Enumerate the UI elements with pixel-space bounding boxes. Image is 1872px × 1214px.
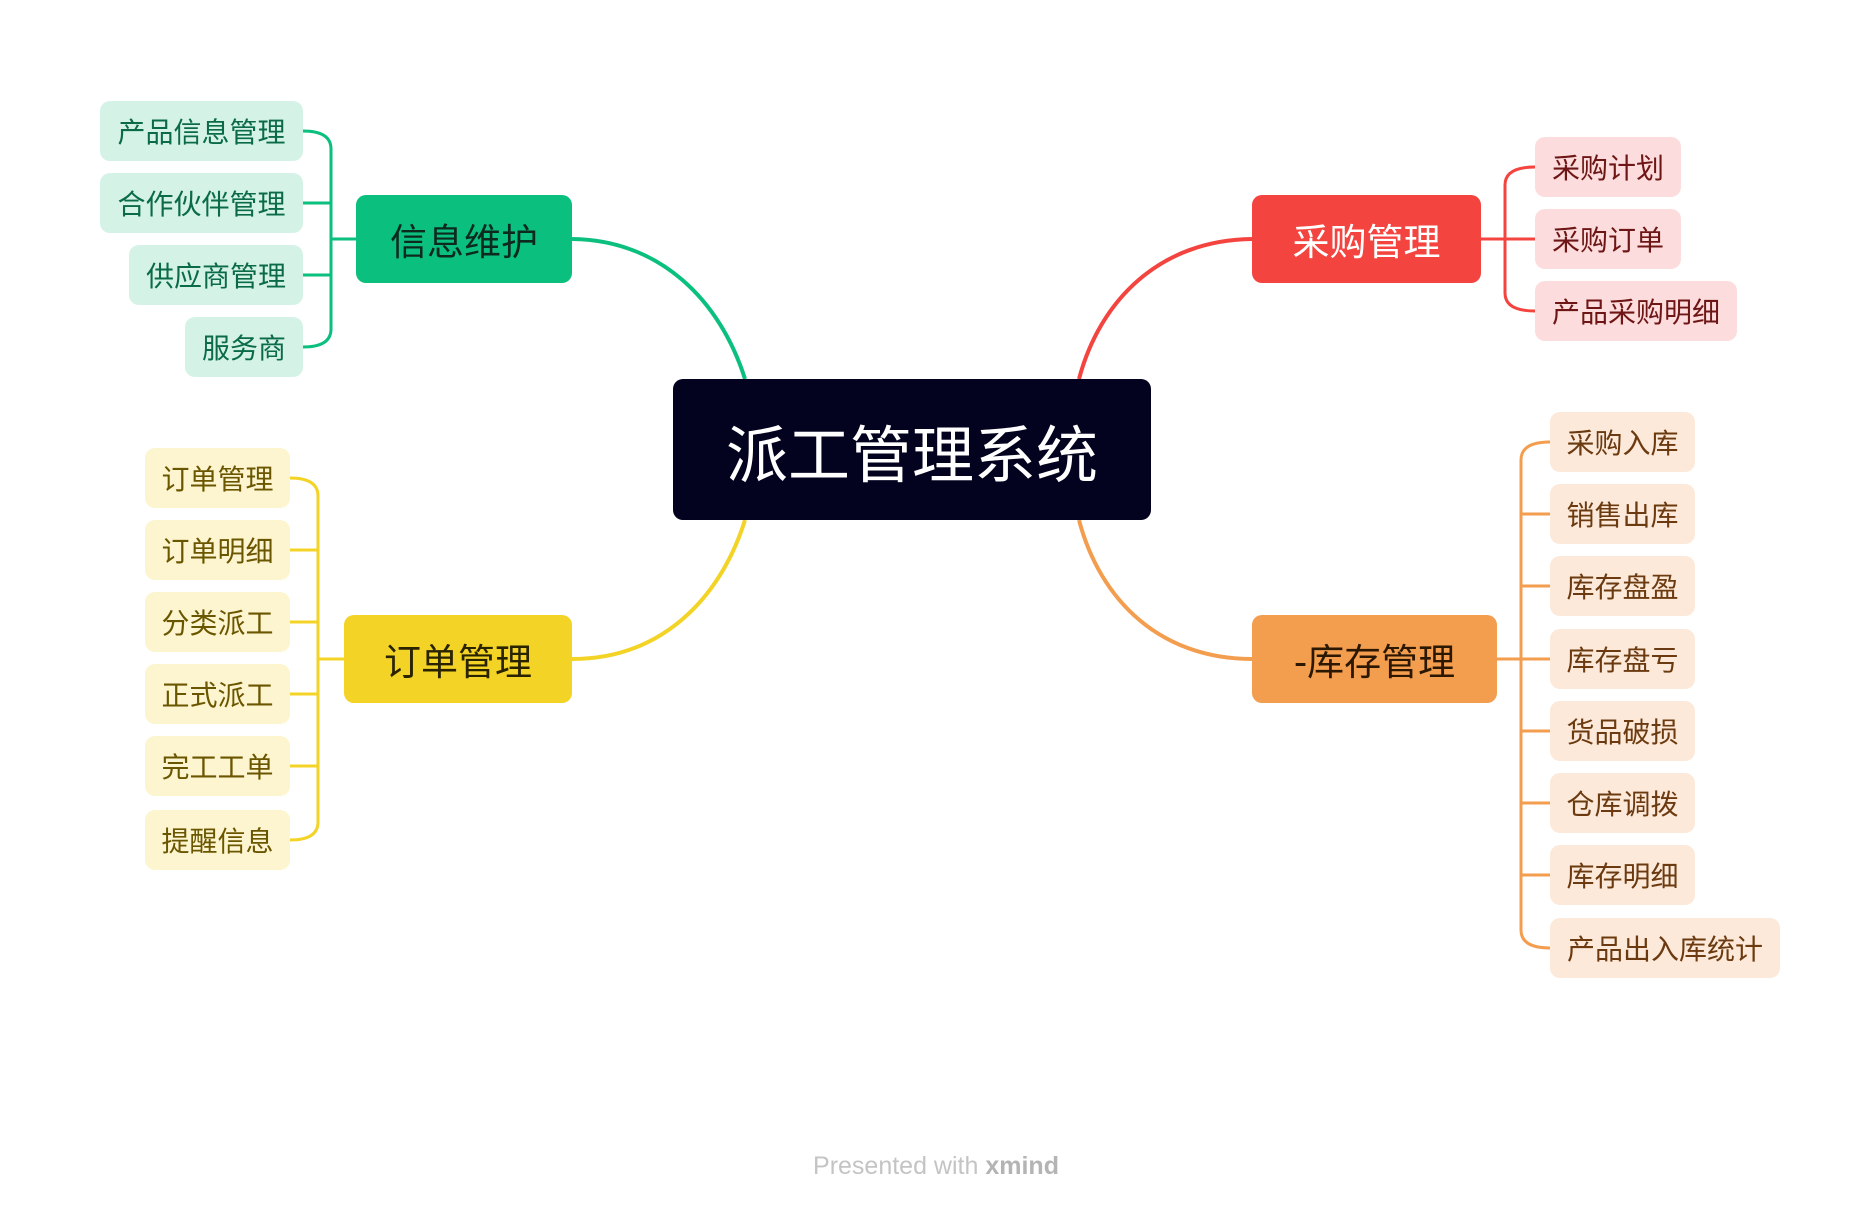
branch-purchase[interactable]: 采购管理 <box>1252 195 1481 283</box>
footer-prefix: Presented with <box>813 1152 979 1180</box>
leaf-order-2[interactable]: 分类派工 <box>145 592 290 652</box>
leaf-info-1[interactable]: 合作伙伴管理 <box>100 173 303 233</box>
leaf-info-3[interactable]: 服务商 <box>185 317 303 377</box>
leaf-stock-5[interactable]: 仓库调拨 <box>1550 773 1695 833</box>
leaf-info-2[interactable]: 供应商管理 <box>129 245 303 305</box>
leaf-stock-3[interactable]: 库存盘亏 <box>1550 629 1695 689</box>
leaf-order-1[interactable]: 订单明细 <box>145 520 290 580</box>
branch-info[interactable]: 信息维护 <box>356 195 572 283</box>
footer-credit: Presented with xmind <box>0 1152 1872 1181</box>
leaf-order-5[interactable]: 提醒信息 <box>145 810 290 870</box>
leaf-stock-1[interactable]: 销售出库 <box>1550 484 1695 544</box>
leaf-order-4[interactable]: 完工工单 <box>145 736 290 796</box>
bracket-info <box>302 129 356 349</box>
leaf-info-0[interactable]: 产品信息管理 <box>100 101 303 161</box>
leaf-stock-2[interactable]: 库存盘盈 <box>1550 556 1695 616</box>
xmind-logo: xmind <box>985 1152 1059 1180</box>
bracket-stock <box>1497 440 1551 950</box>
leaf-purchase-1[interactable]: 采购订单 <box>1535 209 1681 269</box>
leaf-order-0[interactable]: 订单管理 <box>145 448 290 508</box>
bracket-order <box>289 476 344 842</box>
link-root-order <box>571 519 747 661</box>
link-root-stock <box>1077 519 1253 661</box>
leaf-order-3[interactable]: 正式派工 <box>145 664 290 724</box>
leaf-stock-0[interactable]: 采购入库 <box>1550 412 1695 472</box>
branch-stock[interactable]: -库存管理 <box>1252 615 1497 703</box>
root-topic[interactable]: 派工管理系统 <box>673 379 1151 520</box>
link-root-purchase <box>1077 237 1253 380</box>
leaf-purchase-0[interactable]: 采购计划 <box>1535 137 1681 197</box>
leaf-stock-4[interactable]: 货品破损 <box>1550 701 1695 761</box>
leaf-stock-6[interactable]: 库存明细 <box>1550 845 1695 905</box>
leaf-stock-7[interactable]: 产品出入库统计 <box>1550 918 1780 978</box>
bracket-purchase <box>1481 165 1536 313</box>
leaf-purchase-2[interactable]: 产品采购明细 <box>1535 281 1737 341</box>
branch-order[interactable]: 订单管理 <box>344 615 572 703</box>
link-root-info <box>571 237 747 380</box>
